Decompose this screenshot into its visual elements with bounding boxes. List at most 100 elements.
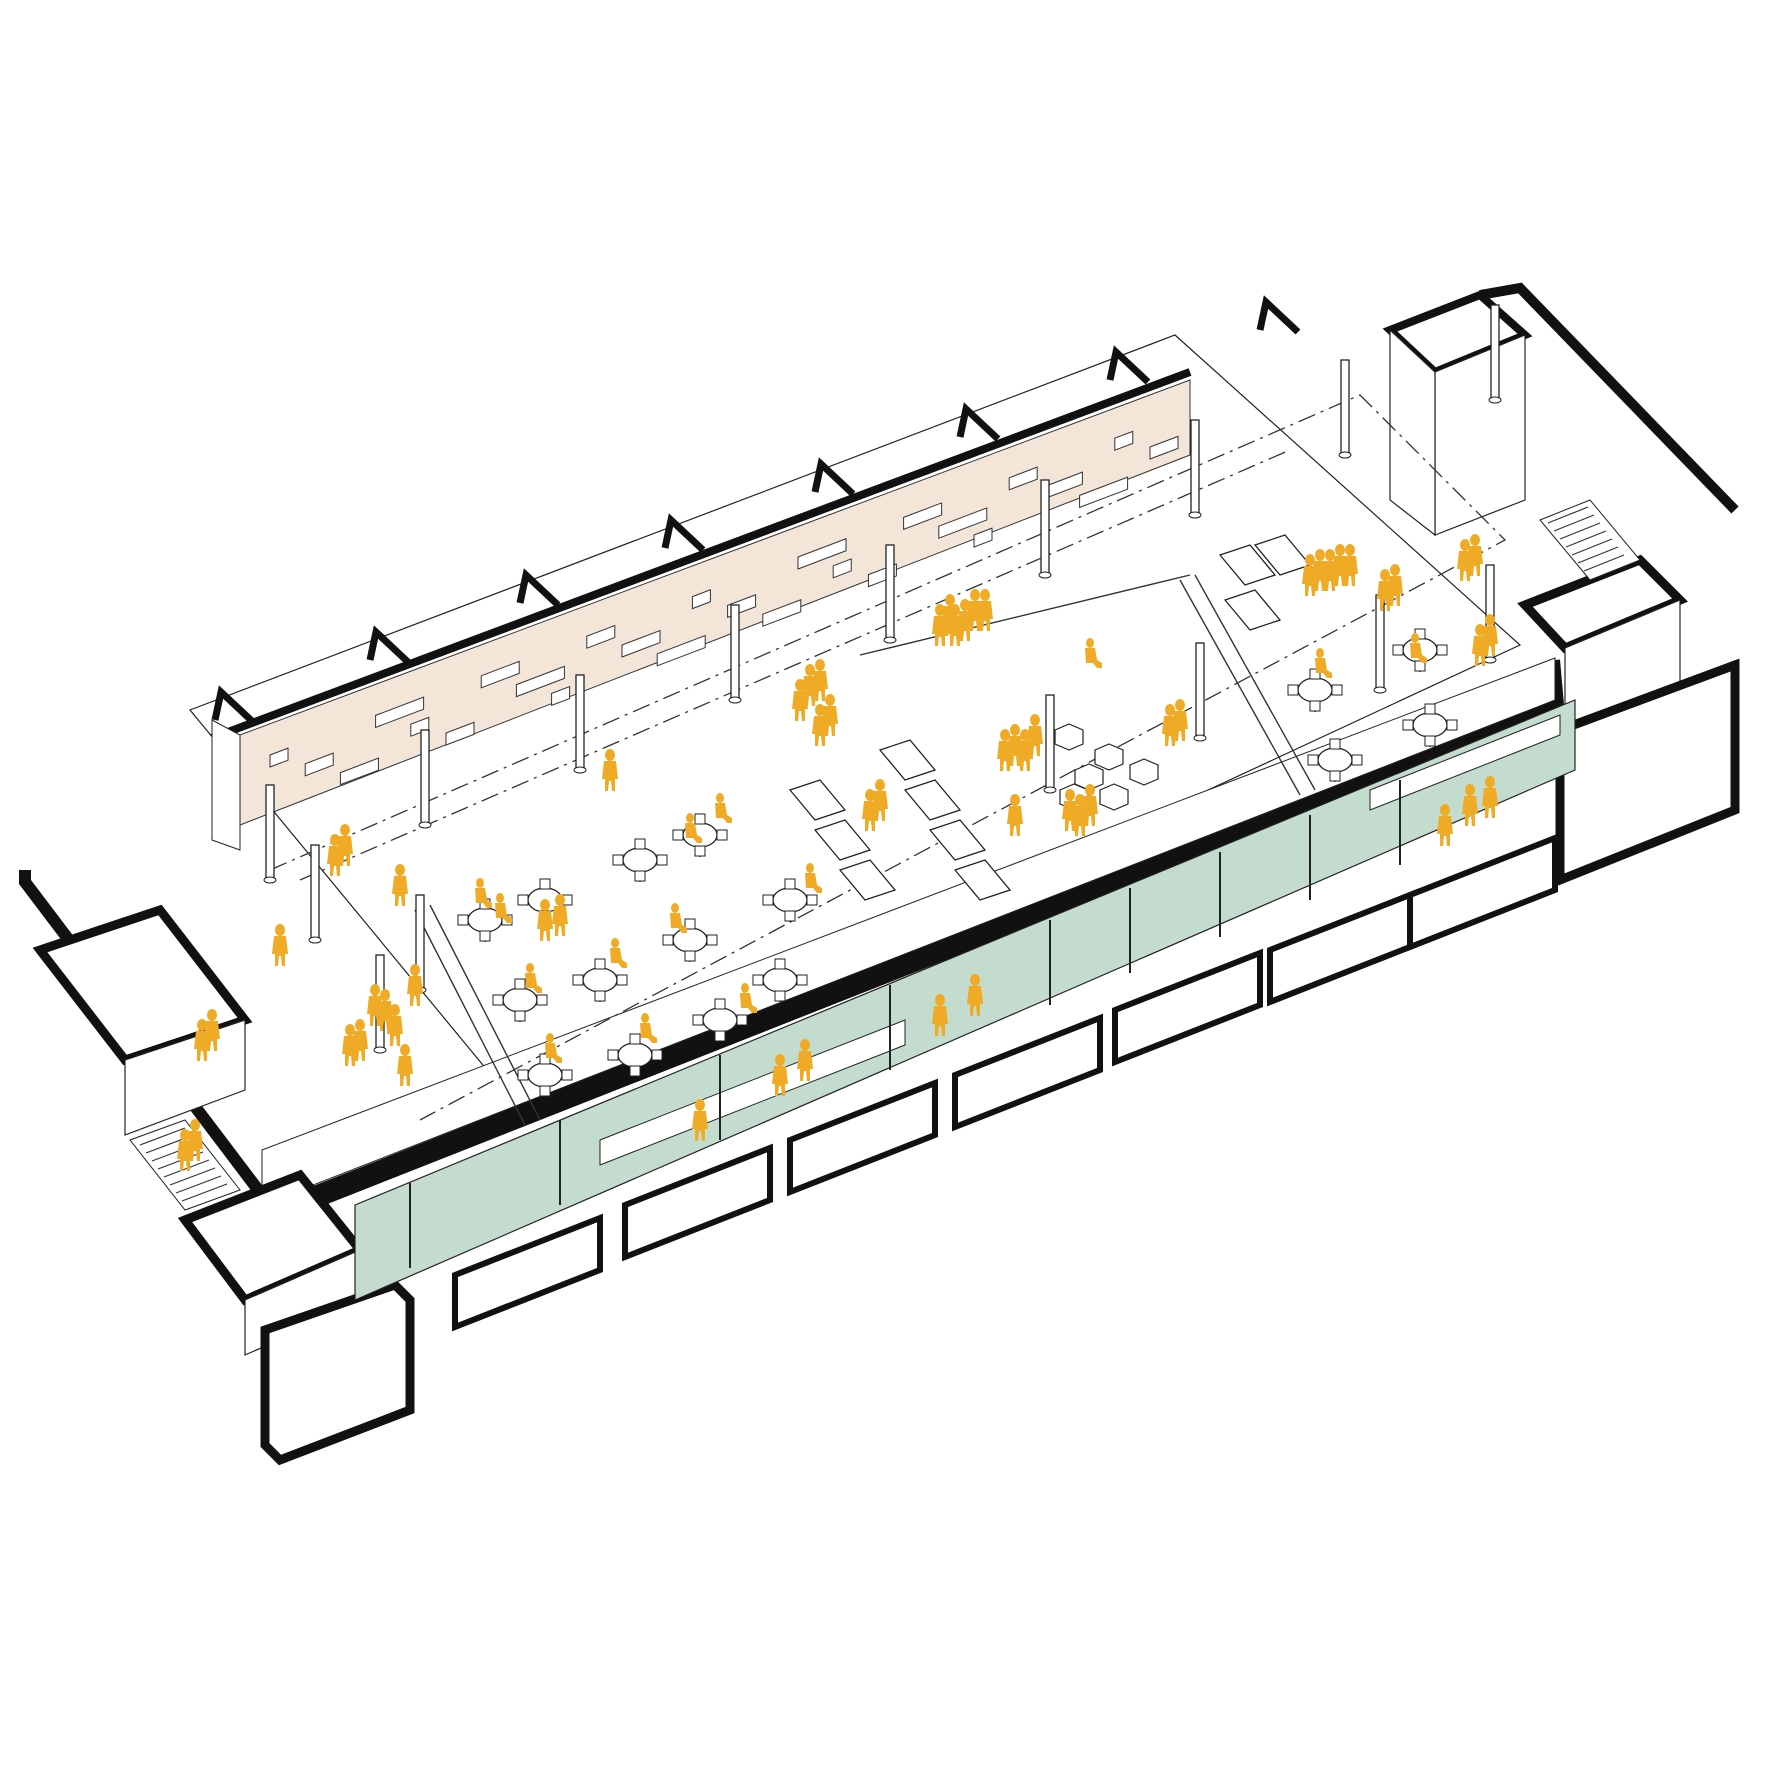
chair <box>1331 684 1343 696</box>
person-figure <box>272 924 288 966</box>
chair <box>572 974 584 986</box>
stair-tread <box>1547 506 1589 524</box>
wall-fin <box>956 402 1001 442</box>
column <box>310 844 320 941</box>
reading-niches <box>269 430 1179 786</box>
chair <box>607 1049 619 1061</box>
back-wall-top-edge <box>210 368 1192 742</box>
left-wing <box>32 904 415 1466</box>
stair-tread <box>1565 530 1607 548</box>
reading-niche <box>903 502 943 531</box>
reading-niche <box>304 752 334 777</box>
reading-niche <box>938 507 988 539</box>
front-room <box>1407 833 1558 952</box>
chair <box>594 958 606 970</box>
front-room <box>1112 948 1263 1067</box>
service-rooms <box>409 780 1558 1332</box>
chair <box>714 998 726 1010</box>
round-table <box>617 1042 653 1068</box>
back-wall <box>210 295 1301 851</box>
divider-top <box>859 574 1191 656</box>
round-table <box>672 927 708 953</box>
column <box>1340 359 1350 456</box>
column <box>420 729 430 826</box>
chair <box>517 894 529 906</box>
right-wing <box>1382 282 1740 887</box>
lounge-cube <box>1094 743 1124 771</box>
chair <box>672 829 684 841</box>
column-base <box>373 1046 387 1054</box>
stair-tread <box>169 1167 216 1186</box>
stair-tread <box>1559 522 1601 540</box>
chair <box>457 914 469 926</box>
lounge-cube <box>1099 783 1129 811</box>
reading-niche <box>762 599 802 627</box>
round-table <box>502 987 538 1013</box>
bench <box>903 779 962 821</box>
reading-niche <box>445 721 475 746</box>
wall-fins <box>211 295 1301 725</box>
left-front-block <box>260 1279 415 1466</box>
chair <box>517 1069 529 1081</box>
bench <box>813 819 872 861</box>
round-table <box>762 967 798 993</box>
bench <box>953 859 1012 901</box>
column-base <box>1373 686 1387 694</box>
column-base <box>573 766 587 774</box>
front-room <box>622 1143 773 1262</box>
column-base <box>728 696 742 704</box>
reading-niche <box>832 558 852 579</box>
column-base <box>1338 451 1352 459</box>
right-block-side <box>1389 328 1436 537</box>
chair <box>684 918 696 930</box>
round-table <box>772 887 808 913</box>
stair-tread <box>1571 538 1613 556</box>
divider-left <box>414 909 526 1126</box>
reading-niche <box>973 527 993 548</box>
wall-fin <box>211 685 256 725</box>
reading-niche <box>1149 435 1179 460</box>
chair <box>539 878 551 890</box>
column <box>1195 642 1205 739</box>
chair <box>774 958 786 970</box>
chair <box>692 1014 704 1026</box>
chair <box>656 854 668 866</box>
chair <box>694 845 706 857</box>
stair-tread <box>1553 514 1595 532</box>
column-base <box>1488 396 1502 404</box>
chair <box>539 1085 551 1097</box>
bench <box>878 739 937 781</box>
chair <box>752 974 764 986</box>
wall-fin <box>516 568 561 608</box>
chair <box>479 930 491 942</box>
column-base <box>1038 571 1052 579</box>
chair <box>784 910 796 922</box>
chair <box>629 1065 641 1077</box>
lounge-cube <box>1054 723 1084 751</box>
building-outline <box>19 334 1565 1229</box>
round-table <box>1412 712 1448 738</box>
chair <box>612 854 624 866</box>
column-base <box>1483 656 1497 664</box>
column <box>730 604 740 701</box>
stair-tread <box>1577 546 1619 564</box>
chair <box>784 878 796 890</box>
chair <box>1414 660 1426 672</box>
wall-fin <box>1256 295 1301 335</box>
column-base <box>263 876 277 884</box>
right-stair-treads <box>1547 506 1625 572</box>
stair-tread <box>181 1183 228 1202</box>
chair <box>796 974 808 986</box>
column-base <box>308 936 322 944</box>
service-corridor <box>354 699 1576 1332</box>
reading-niche <box>1079 476 1129 509</box>
column <box>265 784 275 881</box>
wall-fin <box>1106 345 1151 385</box>
round-table <box>582 967 618 993</box>
chair <box>684 950 696 962</box>
round-table <box>1297 677 1333 703</box>
chair <box>536 994 548 1006</box>
column-base <box>1188 511 1202 519</box>
